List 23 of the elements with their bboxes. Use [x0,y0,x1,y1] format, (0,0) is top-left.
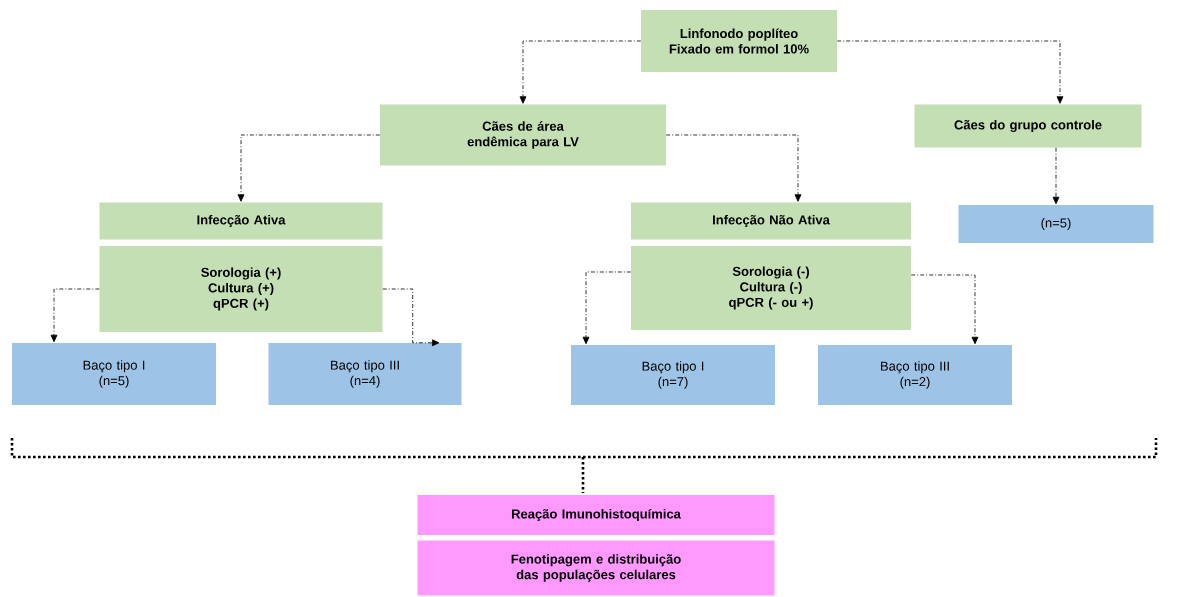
process-box: Infecção Ativa [99,202,383,240]
result-box: Baço tipo III (n=4) [268,343,462,405]
result-box: Baço tipo III (n=2) [818,345,1012,405]
arrow [582,271,632,345]
arrow [910,274,979,345]
process-box: Reação Imunohistoquímica [417,495,775,535]
arrow [836,40,1064,104]
process-box: Infecção Não Ativa [631,202,911,240]
process-box: Linfonodo poplíteo Fixado em formol 10% [641,10,837,72]
process-box: Cães de área endêmica para LV [380,104,666,166]
result-box: (n=5) [958,205,1154,243]
arrow [1052,147,1060,205]
arrow [665,134,802,202]
result-box: Baço tipo I (n=5) [12,343,216,405]
process-box: Sorologia (-) Cultura (-) qPCR (- ou +) [631,246,911,330]
arrow [50,288,100,343]
process-box: Sorologia (+) Cultura (+) qPCR (+) [99,246,383,332]
arrow [519,40,642,104]
arrow [237,134,381,202]
process-box: Cães do grupo controle [914,104,1142,148]
arrow [382,288,440,347]
result-box: Baço tipo I (n=7) [571,345,775,405]
process-box: Fenotipagem e distribuição das populações celulares [417,540,775,596]
